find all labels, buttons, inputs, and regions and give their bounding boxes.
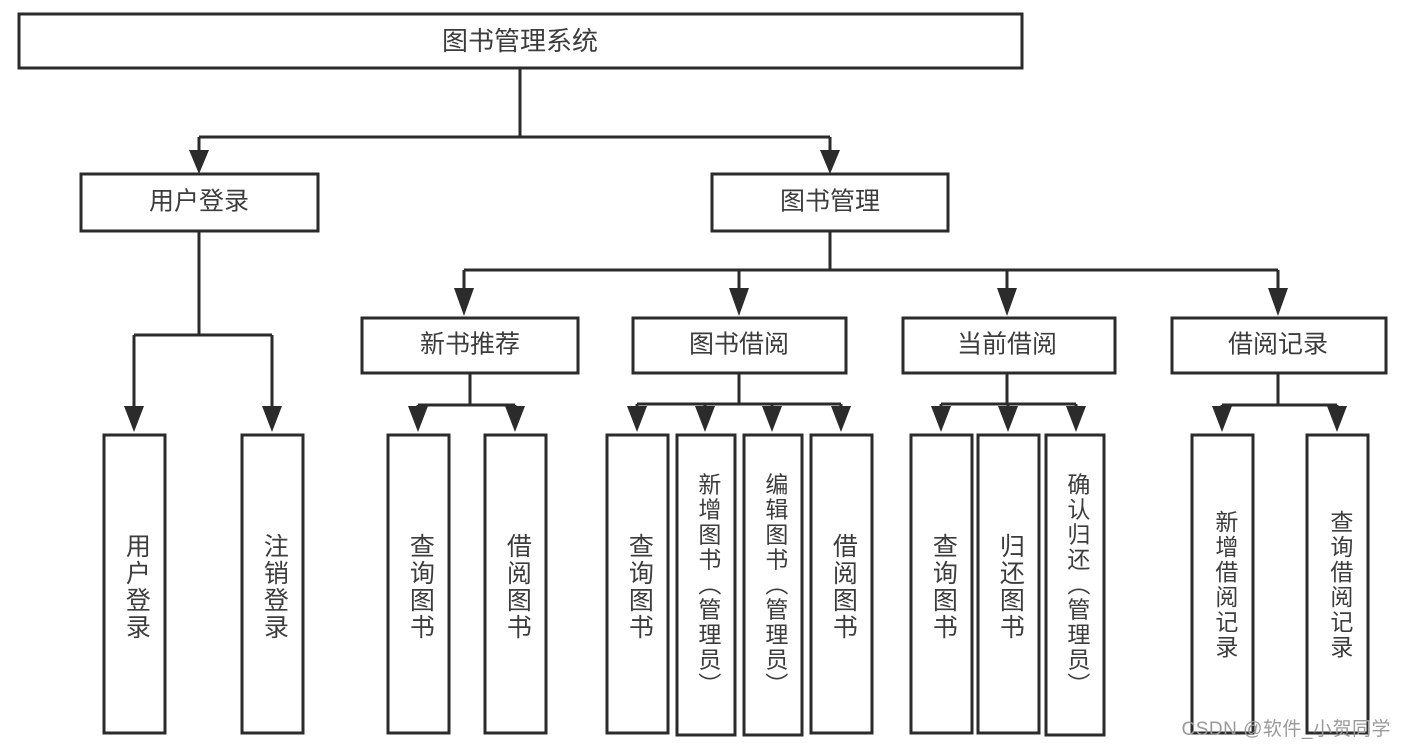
leaf-label: 查询图书 <box>625 533 654 641</box>
node-book-manage[interactable]: 图书管理 <box>710 172 950 233</box>
leaf-box <box>976 433 1041 735</box>
leaf-label: 查询图书 <box>406 533 435 641</box>
new-book-label: 新书推荐 <box>420 331 520 359</box>
leaf-box <box>1044 433 1106 737</box>
arrowhead-user-login <box>189 150 209 174</box>
current-borrow-label: 当前借阅 <box>957 331 1057 359</box>
leaf-box <box>240 433 305 735</box>
arrowhead-bb-leaf-1 <box>627 406 647 432</box>
leaf-node-add-book-admin[interactable]: 新增图书（管理员） <box>675 433 737 737</box>
leaf-node-borrow-book-nb[interactable]: 借阅图书 <box>483 433 548 735</box>
leaf-label: 借阅图书 <box>503 533 532 641</box>
leaf-box <box>102 433 167 735</box>
leaf-node-edit-book-admin[interactable]: 编辑图书（管理员） <box>742 433 804 737</box>
leaf-box <box>1305 433 1370 735</box>
leaf-box <box>675 433 737 737</box>
leaf-label: 借阅图书 <box>829 533 858 641</box>
arrowhead-current-borrow <box>997 288 1017 316</box>
arrowhead-cb-leaf-3 <box>1066 406 1086 432</box>
leaf-label: 编辑图书（管理员） <box>762 473 789 698</box>
node-new-book-recommend[interactable]: 新书推荐 <box>360 316 580 375</box>
arrowhead-leaf-logout <box>262 406 282 432</box>
arrowhead-new-book <box>454 288 474 316</box>
arrowhead-br-leaf-2 <box>1327 406 1347 432</box>
node-borrow-record[interactable]: 借阅记录 <box>1170 316 1388 375</box>
root-label: 图书管理系统 <box>442 26 598 56</box>
arrowhead-book-borrow <box>729 288 749 316</box>
leaf-box <box>483 433 548 735</box>
leaf-label: 归还图书 <box>996 533 1025 641</box>
arrowhead-bb-leaf-4 <box>831 406 851 432</box>
leaf-label: 注销登录 <box>260 533 289 641</box>
arrowhead-br-leaf-1 <box>1212 406 1232 432</box>
leaf-node-borrow-book-bb[interactable]: 借阅图书 <box>809 433 874 735</box>
connector-layer <box>124 68 1347 432</box>
leaf-box <box>386 433 451 735</box>
current-borrow-box <box>901 316 1117 375</box>
leaf-node-query-book-cb[interactable]: 查询图书 <box>909 433 974 735</box>
user-login-box <box>79 172 320 233</box>
borrow-record-box <box>1170 316 1388 375</box>
arrowhead-cb-leaf-1 <box>931 406 951 432</box>
leaf-label: 新增图书（管理员） <box>695 473 722 698</box>
arrowhead-bb-leaf-3 <box>762 406 782 432</box>
leaf-label: 查询借阅记录 <box>1327 510 1354 660</box>
node-root-system[interactable]: 图书管理系统 <box>17 12 1024 70</box>
node-current-borrow[interactable]: 当前借阅 <box>901 316 1117 375</box>
leaf-label: 查询图书 <box>929 533 958 641</box>
leaf-box <box>909 433 974 735</box>
arrowhead-cb-leaf-2 <box>998 406 1018 432</box>
node-user-login[interactable]: 用户登录 <box>79 172 320 233</box>
user-login-label: 用户登录 <box>149 188 249 216</box>
arrowhead-leaf-user-login <box>124 406 144 432</box>
leaf-box <box>1190 433 1255 735</box>
arrowhead-bb-leaf-2 <box>695 406 715 432</box>
book-borrow-box <box>631 316 848 375</box>
arrowhead-borrow-record <box>1268 288 1288 316</box>
arrowhead-nb-leaf-1 <box>408 406 428 432</box>
leaf-node-return-book[interactable]: 归还图书 <box>976 433 1041 735</box>
leaf-node-user-login[interactable]: 用户登录 <box>102 433 167 735</box>
leaf-node-logout[interactable]: 注销登录 <box>240 433 305 735</box>
book-borrow-label: 图书借阅 <box>689 331 789 359</box>
root-box <box>17 12 1024 70</box>
new-book-box <box>360 316 580 375</box>
leaf-box <box>809 433 874 735</box>
leaf-node-confirm-return-admin[interactable]: 确认归还（管理员） <box>1044 433 1106 737</box>
arrowhead-nb-leaf-2 <box>505 406 525 432</box>
book-manage-box <box>710 172 950 233</box>
node-book-borrow[interactable]: 图书借阅 <box>631 316 848 375</box>
leaf-node-add-borrow-record[interactable]: 新增借阅记录 <box>1190 433 1255 735</box>
leaf-node-query-borrow-record[interactable]: 查询借阅记录 <box>1305 433 1370 735</box>
leaf-label: 新增借阅记录 <box>1212 510 1239 660</box>
leaf-label: 用户登录 <box>122 533 151 641</box>
leaf-box <box>742 433 804 737</box>
leaf-node-query-book-bb[interactable]: 查询图书 <box>605 433 670 735</box>
arrowhead-book-manage <box>820 150 840 174</box>
book-manage-label: 图书管理 <box>780 188 880 216</box>
leaf-box <box>605 433 670 735</box>
borrow-record-label: 借阅记录 <box>1228 331 1328 359</box>
leaf-label: 确认归还（管理员） <box>1064 473 1091 698</box>
leaf-node-query-book-nb[interactable]: 查询图书 <box>386 433 451 735</box>
